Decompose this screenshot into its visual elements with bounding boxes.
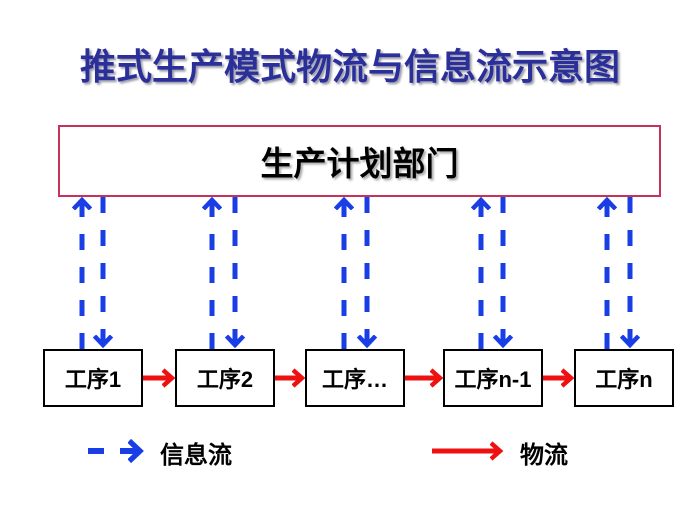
process-box-n: 工序n xyxy=(574,349,674,407)
process-box-2: 工序2 xyxy=(175,349,275,407)
process-box-n-minus-1: 工序n-1 xyxy=(443,349,543,407)
legend-info-flow-label: 信息流 xyxy=(160,441,232,469)
process-label: 工序… xyxy=(321,367,388,392)
process-label: 工序n xyxy=(595,367,653,392)
process-box-ellipsis: 工序… xyxy=(305,349,405,407)
process-label: 工序2 xyxy=(196,367,254,392)
legend-material-flow-label: 物流 xyxy=(520,441,568,469)
planning-department-label: 生产计划部门 xyxy=(260,144,459,183)
diagram-title: 推式生产模式物流与信息流示意图 xyxy=(79,47,620,88)
process-label: 工序1 xyxy=(64,367,122,392)
process-label: 工序n-1 xyxy=(454,367,532,392)
planning-department-box: 生产计划部门 xyxy=(58,125,661,197)
process-box-1: 工序1 xyxy=(43,349,143,407)
